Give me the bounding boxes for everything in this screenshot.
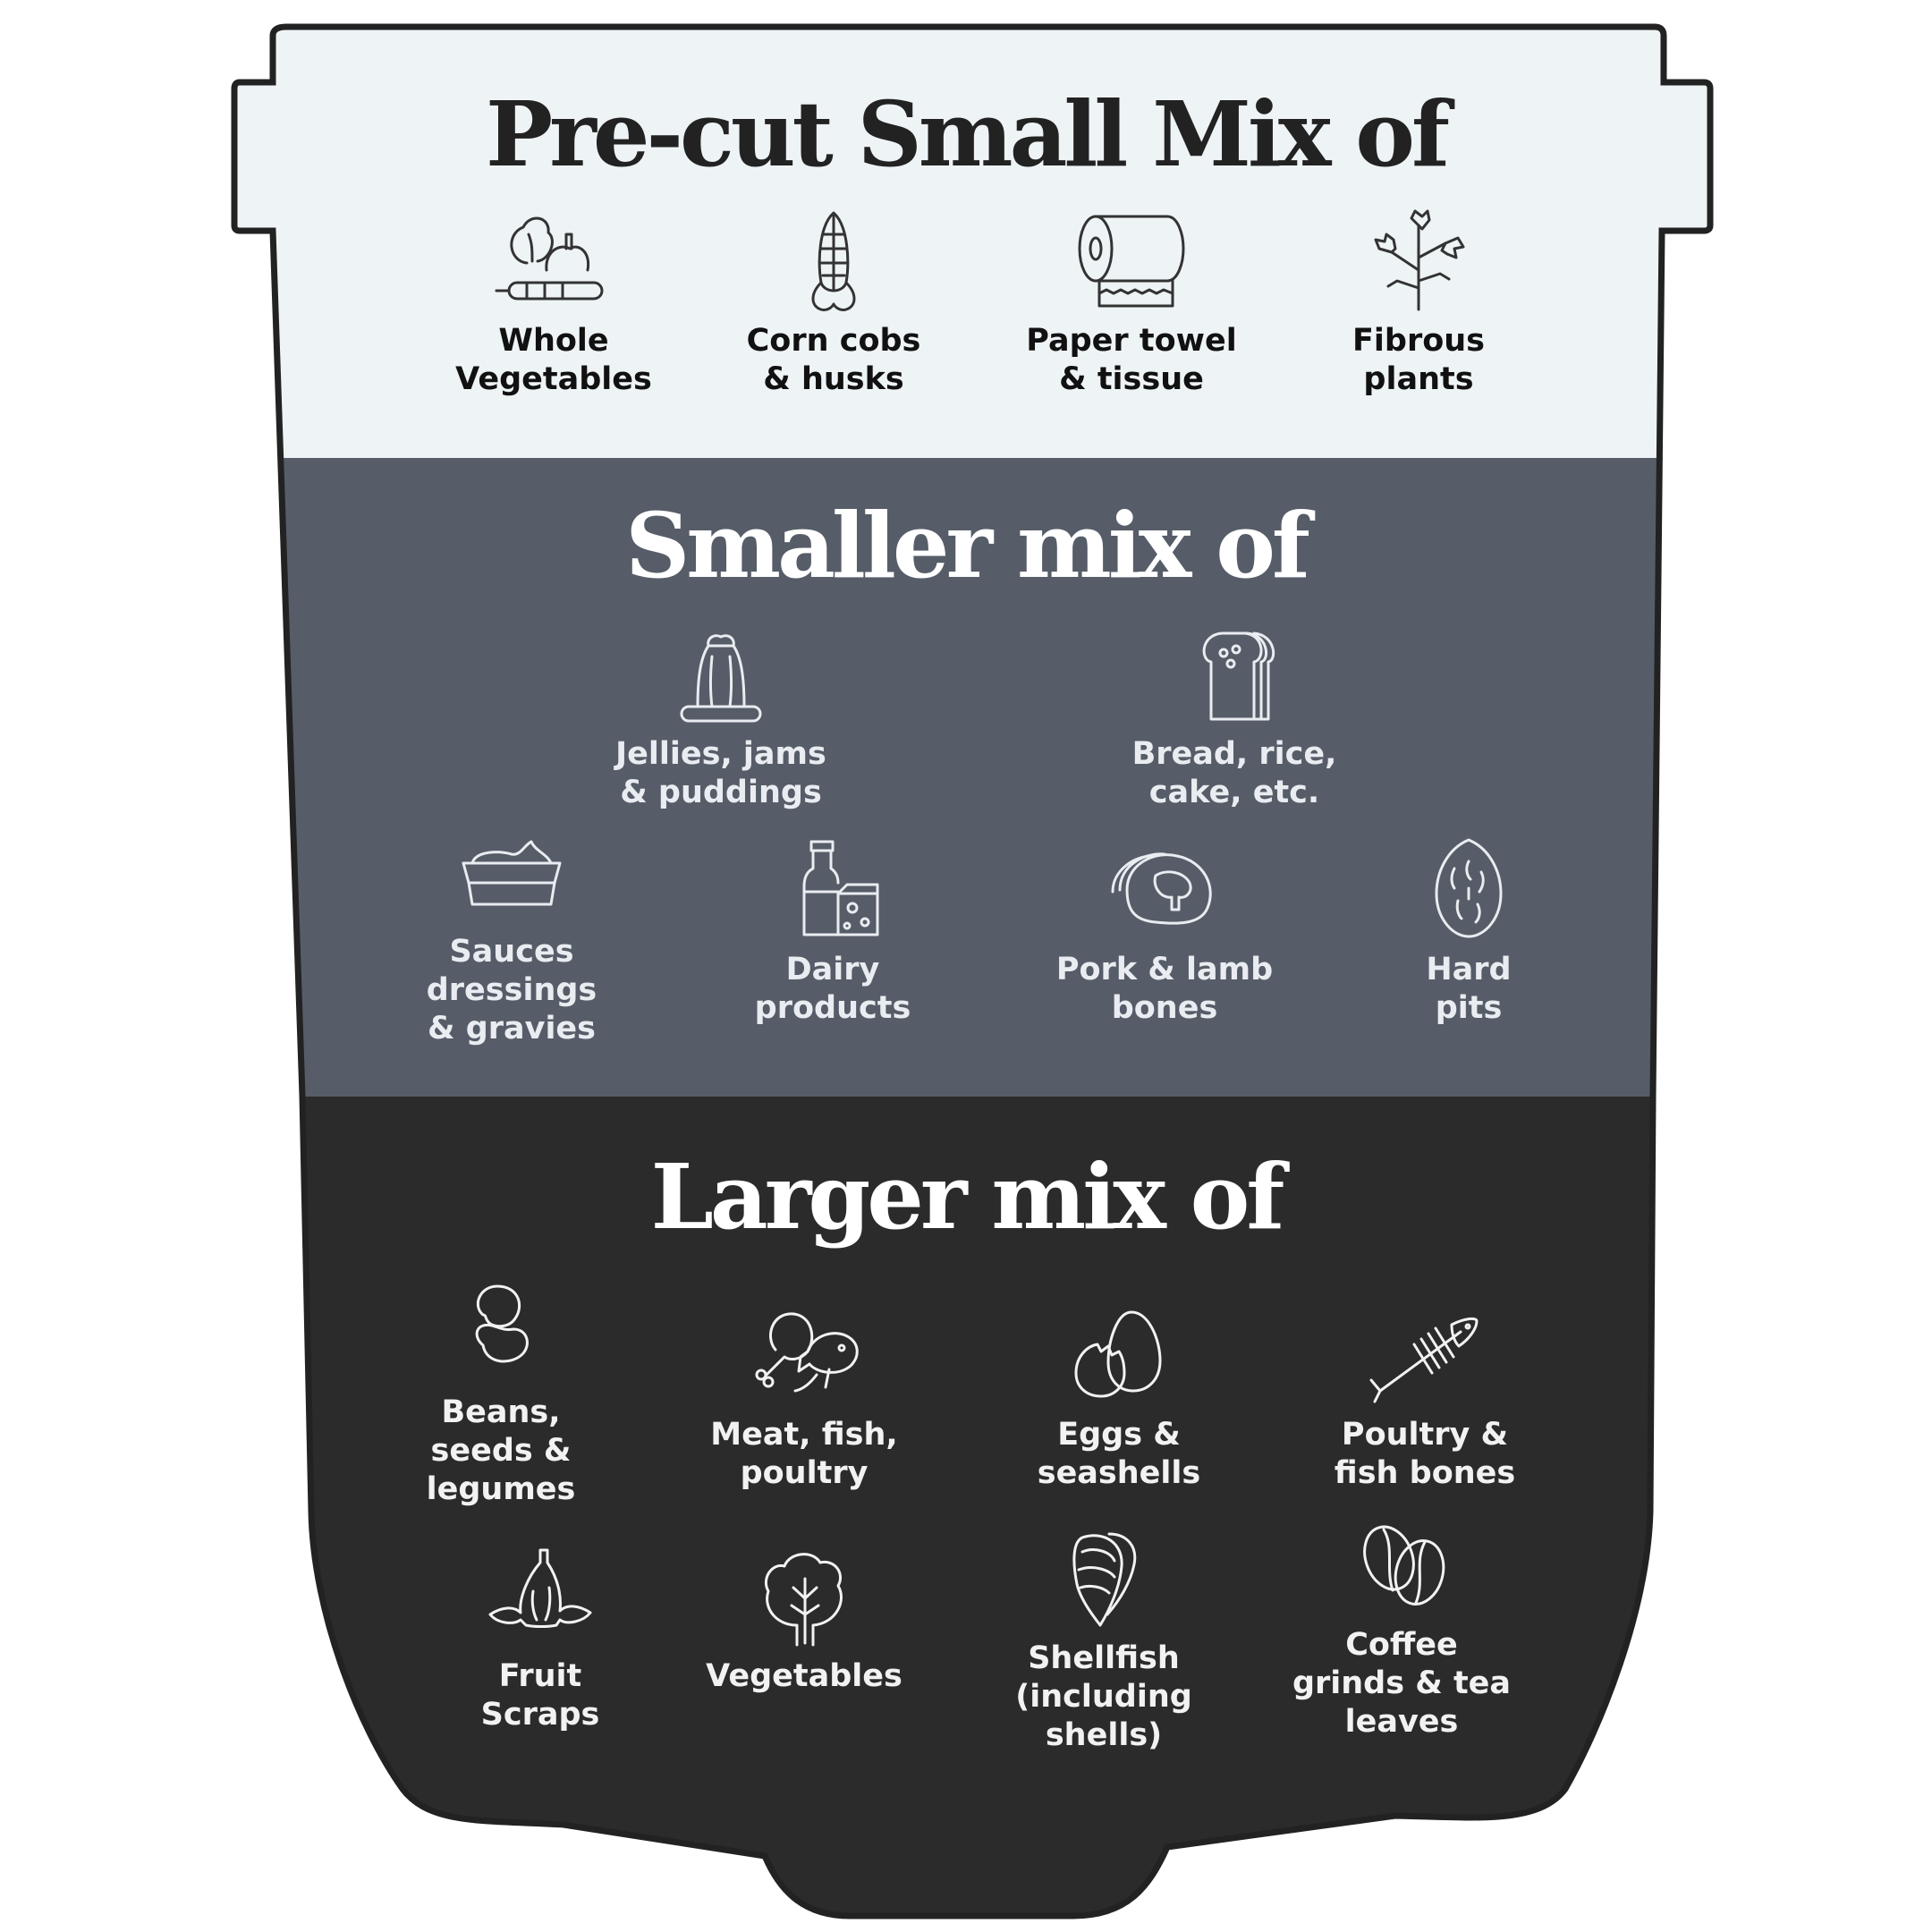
item-whole-vegetables: Whole Vegetables (419, 208, 688, 399)
item-fibrous-plants: Fibrous plants (1284, 208, 1553, 399)
top-band (234, 27, 1710, 458)
item-meat-fish-poultry: Meat, fish, poultry (670, 1301, 938, 1493)
item-label: Shellfish (including shells) (1015, 1640, 1192, 1753)
bottom-section-title: Larger mix of (650, 1144, 1285, 1250)
coffee-bean-icon (1363, 1525, 1445, 1606)
item-label: Meat, fish, poultry (710, 1417, 898, 1491)
item-hard-pits: Hard pits (1335, 836, 1603, 1028)
middle-band (234, 458, 1710, 1097)
dairy-icon (802, 840, 879, 936)
item-fruit-scraps: Fruit Scraps (406, 1543, 674, 1734)
item-coffee-tea: Coffee grinds & tea leaves (1267, 1512, 1536, 1741)
item-label: Vegetables (706, 1658, 902, 1694)
bone-meat-icon (1111, 852, 1212, 925)
item-beans: Beans, seeds & legumes (367, 1279, 635, 1509)
item-label: Poultry & fish bones (1334, 1417, 1516, 1491)
meat-fish-icon (755, 1312, 859, 1393)
item-label: Coffee grinds & tea leaves (1292, 1627, 1512, 1740)
beans-icon (475, 1284, 529, 1363)
jelly-icon (680, 634, 762, 723)
middle-section-title: Smaller mix of (625, 493, 1310, 598)
item-vegetables: Vegetables (670, 1543, 938, 1696)
paper-towel-icon (1078, 215, 1185, 308)
shell-icon (1072, 1532, 1137, 1627)
item-label: Eggs & seashells (1037, 1417, 1201, 1491)
bread-icon (1202, 631, 1275, 721)
eggs-icon (1074, 1310, 1162, 1398)
item-label: Beans, seeds & legumes (426, 1394, 576, 1507)
item-corn-cobs: Corn cobs & husks (699, 208, 968, 399)
item-label: Whole Vegetables (455, 323, 652, 397)
item-label: Corn cobs & husks (746, 323, 921, 397)
item-jellies: Jellies, jams & puddings (587, 621, 855, 812)
item-shellfish: Shellfish (including shells) (970, 1525, 1238, 1755)
item-bread: Bread, rice, cake, etc. (1100, 621, 1368, 812)
plant-icon (1374, 209, 1465, 311)
item-label: Jellies, jams & puddings (615, 736, 826, 810)
leafy-vegetable-icon (764, 1553, 843, 1647)
item-label: Paper towel & tissue (1026, 323, 1237, 397)
vegetables-icon (495, 216, 604, 301)
item-pork-lamb-bones: Pork & lamb bones (1030, 836, 1299, 1028)
item-label: Bread, rice, cake, etc. (1131, 736, 1337, 810)
item-eggs: Eggs & seashells (985, 1301, 1253, 1493)
item-label: Fruit Scraps (480, 1658, 600, 1733)
item-dairy: Dairy products (699, 836, 967, 1028)
item-fish-bones: Poultry & fish bones (1291, 1301, 1559, 1493)
item-label: Fibrous plants (1352, 323, 1485, 397)
bin-outline (231, 23, 1714, 1919)
top-section-title: Pre-cut Small Mix of (485, 81, 1450, 187)
sauce-dish-icon (462, 840, 562, 906)
fish-bone-icon (1369, 1317, 1479, 1403)
item-label: Hard pits (1426, 952, 1512, 1026)
pit-icon (1435, 838, 1503, 938)
corn-icon (811, 211, 856, 311)
banana-peel-icon (488, 1548, 592, 1628)
item-paper-towel: Paper towel & tissue (997, 208, 1266, 399)
item-label: Sauces dressings & gravies (426, 934, 597, 1046)
item-label: Dairy products (754, 952, 911, 1026)
item-sauces: Sauces dressings & gravies (377, 818, 646, 1048)
bottom-band (234, 1097, 1710, 1916)
item-label: Pork & lamb bones (1055, 952, 1274, 1026)
